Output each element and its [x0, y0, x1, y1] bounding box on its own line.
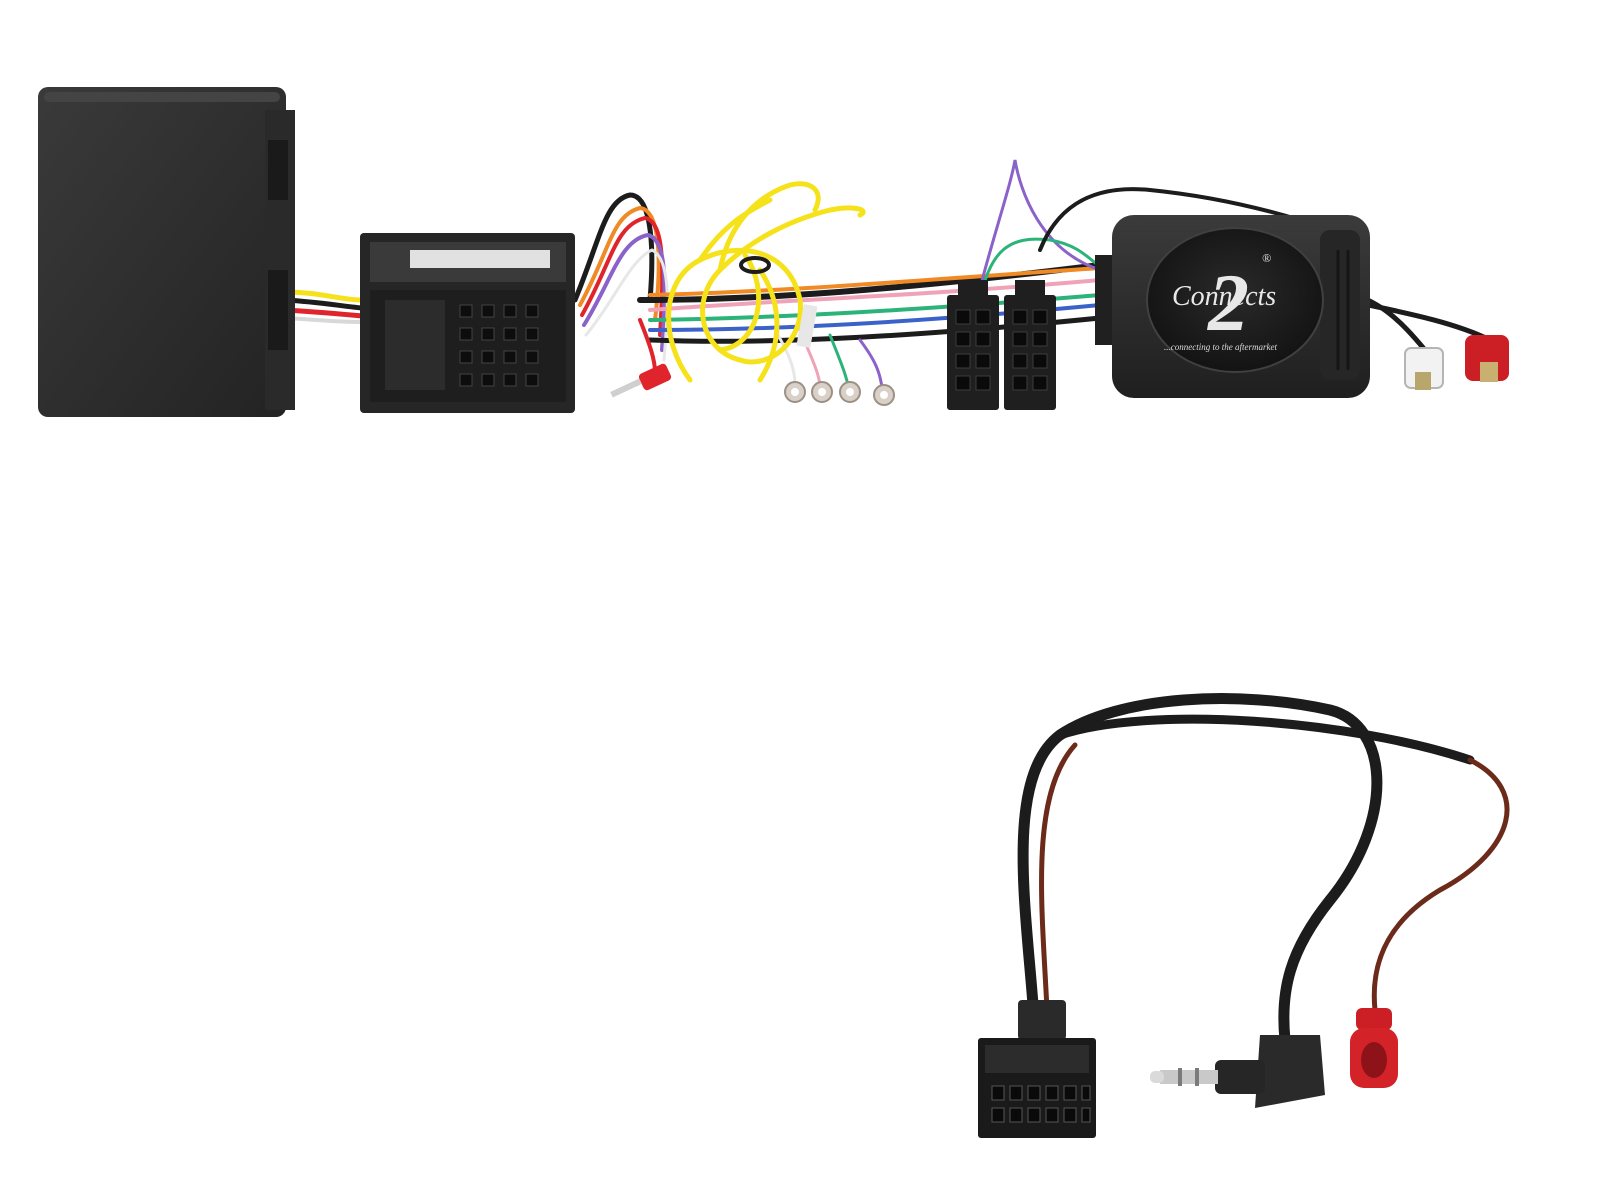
logo-tagline: ...connecting to the aftermarket	[1164, 342, 1277, 352]
rca-plug-icon	[1404, 335, 1509, 390]
connects2-module-icon	[1095, 215, 1370, 398]
cable-tab	[796, 304, 818, 348]
logo-numeral: 2	[1207, 257, 1249, 348]
spade-terminal-icon	[610, 363, 672, 398]
antenna-plug-icon	[1350, 1008, 1398, 1088]
jack-plug-icon	[1150, 1035, 1325, 1108]
brand-logo: 2 Connects ® ...connecting to the afterm…	[1164, 251, 1277, 352]
iso-connector-icon	[947, 280, 1056, 410]
logo-registered-mark: ®	[1262, 251, 1271, 265]
cable-tie	[739, 256, 771, 274]
interface-module-icon	[38, 87, 295, 417]
patch-lead-connector-icon	[978, 1000, 1096, 1138]
yellow-wire-coil	[666, 181, 866, 383]
patch-lead	[1017, 693, 1510, 1046]
logo-wordmark: Connects	[1172, 281, 1276, 312]
quadlock-connector-icon	[360, 233, 575, 413]
ring-terminal-icon	[784, 381, 895, 406]
